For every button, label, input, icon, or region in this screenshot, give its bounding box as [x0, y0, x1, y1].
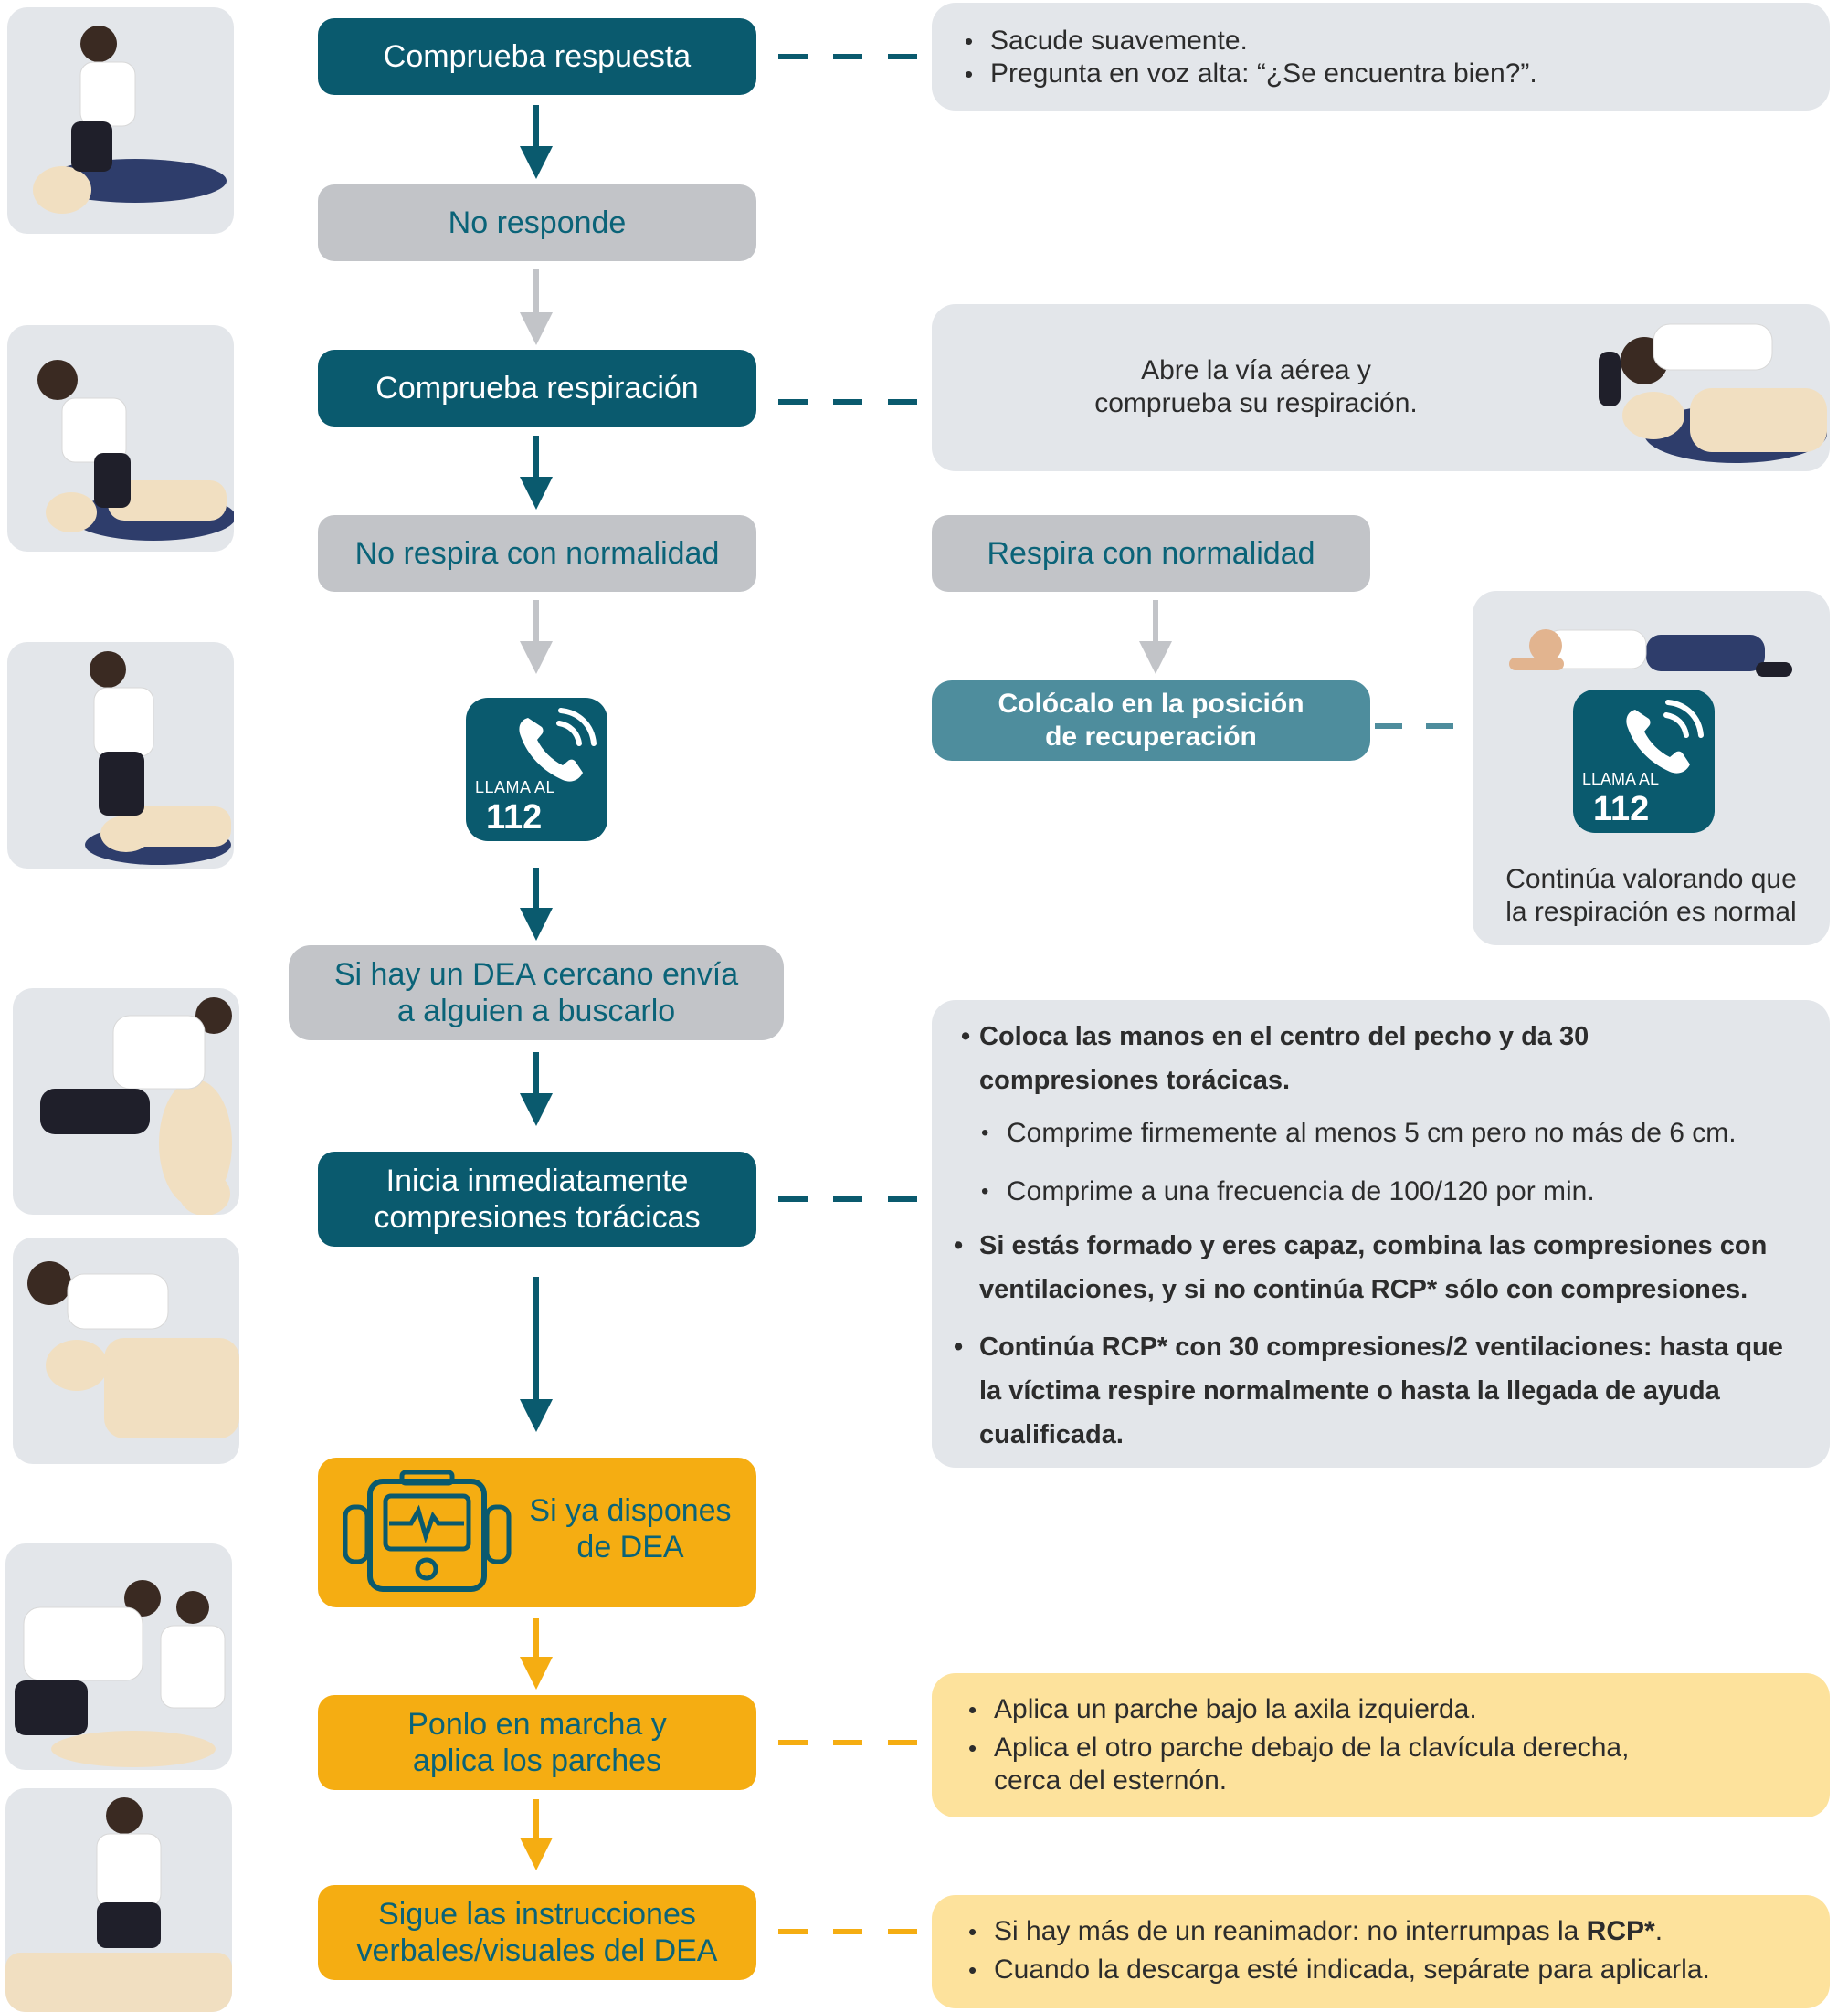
call-number: 112 — [486, 798, 543, 837]
phone-icon — [1626, 700, 1704, 774]
figure-illustration — [15, 1580, 226, 1767]
follow-aed-box: Sigue las instrucciones verbales/visuale… — [318, 1885, 756, 1980]
airway-photo — [1599, 323, 1827, 463]
compressions-continue-text: Continúa RCP* con 30 compresiones/2 vent… — [979, 1333, 1783, 1449]
recovery-note: LLAMA AL 112 Continúa valorando que la r… — [1473, 591, 1830, 945]
defibrillator-icon — [343, 1470, 512, 1592]
aed-available-box: Si ya dispones de DEA — [318, 1458, 756, 1607]
follow-note: Si hay más de un reanimador: no interrum… — [932, 1895, 1830, 2008]
follow-note-list: Si hay más de un reanimador: no interrum… — [968, 1915, 1793, 1986]
photo-compressions — [13, 988, 239, 1215]
figure-illustration — [33, 26, 227, 214]
response-note-item: Sacude suavemente. — [965, 25, 1797, 58]
check-breathing-box: Comprueba respiración — [318, 350, 756, 427]
airway-note: Abre la vía aérea y comprueba su respira… — [932, 304, 1830, 471]
photo-aed-instructions — [5, 1788, 232, 2012]
figure-illustration — [40, 997, 232, 1215]
figure-illustration — [85, 651, 231, 865]
recovery-photo — [1509, 629, 1792, 677]
compressions-rate: • Comprime a una frecuencia de 100/120 p… — [981, 1174, 1822, 1210]
check-response-box: Comprueba respuesta — [318, 18, 756, 95]
figure-illustration — [37, 360, 234, 541]
call-label: LLAMA AL — [475, 778, 556, 796]
pads-note-list: Aplica un parche bajo la axila izquierda… — [968, 1693, 1793, 1797]
recovery-call-112-tile: LLAMA AL 112 — [1573, 690, 1715, 833]
send-for-aed-box: Si hay un DEA cercano envía a alguien a … — [289, 945, 784, 1040]
figure-illustration — [27, 1261, 239, 1438]
pads-note-item: Aplica el otro parche debajo de la claví… — [968, 1732, 1793, 1797]
recovery-position-box: Colócalo en la posición de recuperación — [932, 680, 1370, 761]
no-response-box: No responde — [318, 184, 756, 261]
recovery-call-label: LLAMA AL — [1582, 770, 1660, 788]
rcp-bold: RCP* — [1586, 1916, 1655, 1946]
compressions-note: • Coloca las manos en el centro del pech… — [932, 1000, 1830, 1468]
response-note-item: Pregunta en voz alta: “¿Se encuentra bie… — [965, 58, 1797, 90]
response-note-list: Sacude suavemente. Pregunta en voz alta:… — [965, 25, 1797, 90]
pads-note-item: Aplica un parche bajo la axila izquierda… — [968, 1693, 1793, 1726]
compressions-rate-text: Comprime a una frecuencia de 100/120 por… — [1007, 1176, 1595, 1206]
compressions-hands: • Coloca las manos en el centro del pech… — [961, 1015, 1801, 1102]
call-112-tile: LLAMA AL 112 — [466, 698, 607, 841]
compressions-trained-text: Si estás formado y eres capaz, combina l… — [979, 1231, 1768, 1304]
photo-aed-pads — [5, 1543, 232, 1770]
turn-on-aed-box: Ponlo en marcha y aplica los parches — [318, 1695, 756, 1790]
compressions-depth: • Comprime firmemente al menos 5 cm pero… — [981, 1115, 1822, 1152]
photo-check-breathing — [7, 325, 234, 552]
aed-available-label: Si ya dispones de DEA — [529, 1493, 732, 1564]
start-compressions-box: Inicia inmediatamente compresiones torác… — [318, 1152, 756, 1247]
breathing-normally-box: Respira con normalidad — [932, 515, 1370, 592]
compressions-continue: • Continúa RCP* con 30 compresiones/2 ve… — [954, 1325, 1812, 1457]
response-note: Sacude suavemente. Pregunta en voz alta:… — [932, 3, 1830, 111]
pads-note: Aplica un parche bajo la axila izquierda… — [932, 1673, 1830, 1817]
compressions-depth-text: Comprime firmemente al menos 5 cm pero n… — [1007, 1118, 1737, 1148]
follow-note-item: Si hay más de un reanimador: no interrum… — [968, 1915, 1793, 1948]
airway-note-text: Abre la vía aérea y comprueba su respira… — [1094, 355, 1418, 418]
follow-note-item: Cuando la descarga esté indicada, sepára… — [968, 1954, 1793, 1986]
photo-check-response — [7, 7, 234, 234]
figure-illustration — [5, 1797, 232, 2012]
compressions-hands-text: Coloca las manos en el centro del pecho … — [979, 1022, 1589, 1095]
photo-call-112 — [7, 642, 234, 869]
compressions-trained: • Si estás formado y eres capaz, combina… — [954, 1224, 1812, 1311]
phone-icon — [519, 708, 597, 782]
not-breathing-box: No respira con normalidad — [318, 515, 756, 592]
rescuers-text: Si hay más de un reanimador: no interrum… — [994, 1916, 1587, 1946]
photo-ventilation — [13, 1238, 239, 1464]
recovery-call-number: 112 — [1593, 790, 1650, 828]
recovery-note-text: Continúa valorando que la respiración es… — [1505, 864, 1797, 927]
rescuers-end: . — [1654, 1916, 1663, 1946]
